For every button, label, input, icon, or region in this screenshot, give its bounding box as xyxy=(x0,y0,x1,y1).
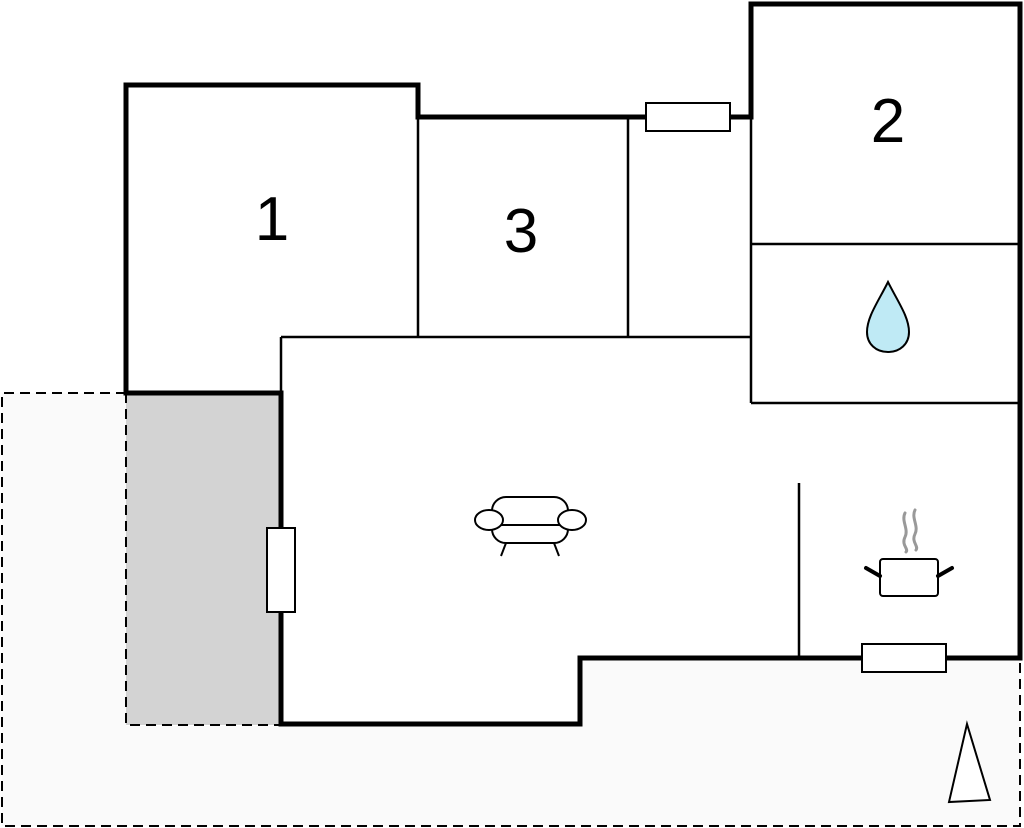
sofa-icon xyxy=(474,496,587,557)
water-drop-icon xyxy=(865,279,911,354)
cooking-pot-icon xyxy=(864,508,954,597)
room-label-1: 1 xyxy=(255,185,289,254)
covered-terrace-border xyxy=(125,393,280,726)
window-north xyxy=(645,102,731,132)
window-west xyxy=(266,527,296,613)
window-south xyxy=(861,643,947,673)
outdoor-area-border xyxy=(1,392,1021,827)
room-label-2: 2 xyxy=(871,87,905,156)
exterior-wall-lower xyxy=(278,390,1023,727)
exterior-wall-upper xyxy=(123,1,1023,661)
north-arrow-icon xyxy=(947,720,992,804)
outdoor-area xyxy=(2,393,1020,826)
covered-terrace xyxy=(126,393,281,725)
room-label-3: 3 xyxy=(504,197,538,266)
